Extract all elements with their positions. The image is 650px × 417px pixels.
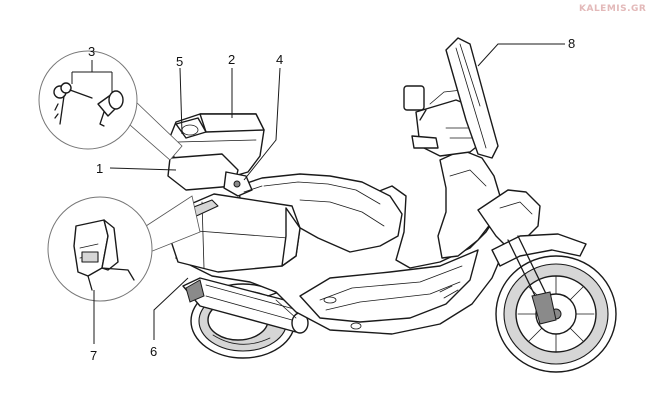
callout-6: 6 <box>150 344 157 359</box>
callout-7: 7 <box>90 348 97 363</box>
callout-leaders <box>71 43 565 344</box>
windscreen <box>445 37 499 159</box>
callout-5: 5 <box>176 54 183 69</box>
front-wheel <box>495 255 617 373</box>
side-case-bracket <box>73 219 135 291</box>
side-case <box>169 193 301 273</box>
callout-4: 4 <box>276 52 283 67</box>
front-fender <box>491 233 587 267</box>
front-leg-shield <box>437 149 541 259</box>
callout-2: 2 <box>228 52 235 67</box>
callout-3: 3 <box>88 44 95 59</box>
exhaust-muffler <box>182 277 309 334</box>
mirror <box>403 85 425 111</box>
watermark-text: KALEMIS.GR <box>579 4 646 14</box>
callout-1: 1 <box>96 161 103 176</box>
callout-8: 8 <box>568 36 575 51</box>
key-lock-set <box>53 82 124 127</box>
